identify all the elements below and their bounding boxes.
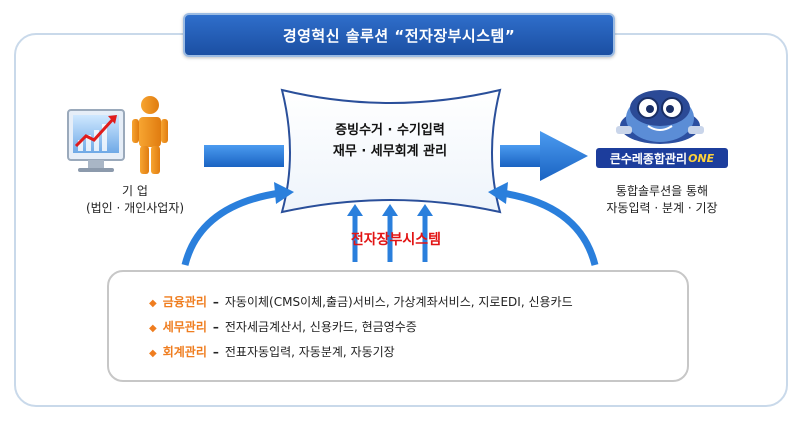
brand-logo-suffix: ONE: [688, 151, 715, 165]
diamond-bullet-icon: ◆: [149, 348, 157, 359]
info-desc: 자동이체(CMS이체,출금)서비스, 가상계좌서비스, 지로EDI, 신용카드: [224, 295, 573, 309]
brand-logo-text: 큰수레종합관리: [609, 151, 688, 166]
info-key: 금융관리: [162, 295, 207, 309]
dash-separator: –: [212, 320, 219, 334]
info-box: ◆금융관리–자동이체(CMS이체,출금)서비스, 가상계좌서비스, 지로EDI,…: [107, 270, 689, 382]
center-text: 증빙수거 · 수기입력 재무 · 세무회계 관리: [290, 120, 490, 162]
company-label: 기 업: [122, 184, 148, 198]
diamond-bullet-icon: ◆: [149, 298, 157, 309]
left-caption: 기 업 (법인 · 개인사업자): [60, 183, 210, 217]
person-icon: [132, 96, 168, 174]
company-type-label: (법인 · 개인사업자): [85, 201, 185, 215]
system-label: 전자장부시스템: [350, 232, 442, 248]
info-row-accounting: ◆ 회계관리–전표자동입력, 자동분계, 자동기장: [149, 343, 395, 360]
title-banner: 경영혁신 솔루션 “전자장부시스템”: [183, 13, 615, 57]
info-row-tax: ◆ 세무관리–전자세금계산서, 신용카드, 현금영수증: [149, 318, 417, 335]
center-line-2: 재무 · 세무회계 관리: [332, 144, 448, 159]
mascot-icon: [616, 90, 704, 144]
arrow-center-to-right: [500, 131, 588, 181]
page-title: 경영혁신 솔루션 “전자장부시스템”: [282, 26, 516, 45]
dash-separator: –: [212, 345, 219, 359]
dash-separator: –: [212, 295, 219, 309]
info-key: 세무관리: [162, 320, 207, 334]
right-caption-line-1: 통합솔루션을 통해: [615, 184, 709, 198]
arrow-left-to-center: [204, 145, 284, 167]
vertical-arrows: [347, 204, 433, 262]
right-caption-line-2: 자동입력 · 분계 · 기장: [606, 201, 718, 215]
curved-arrow-right: [488, 182, 599, 266]
diamond-bullet-icon: ◆: [149, 323, 157, 334]
info-desc: 전자세금계산서, 신용카드, 현금영수증: [224, 320, 417, 334]
curved-arrow-left: [181, 182, 294, 266]
right-caption: 통합솔루션을 통해 자동입력 · 분계 · 기장: [582, 183, 742, 217]
info-row-finance: ◆ 금융관리–자동이체(CMS이체,출금)서비스, 가상계좌서비스, 지로EDI,…: [149, 293, 573, 310]
monitor-chart-icon: [67, 109, 125, 172]
center-line-1: 증빙수거 · 수기입력: [335, 123, 445, 138]
center-panel: [280, 88, 502, 214]
info-key: 회계관리: [162, 345, 207, 359]
info-desc: 전표자동입력, 자동분계, 자동기장: [224, 345, 395, 359]
